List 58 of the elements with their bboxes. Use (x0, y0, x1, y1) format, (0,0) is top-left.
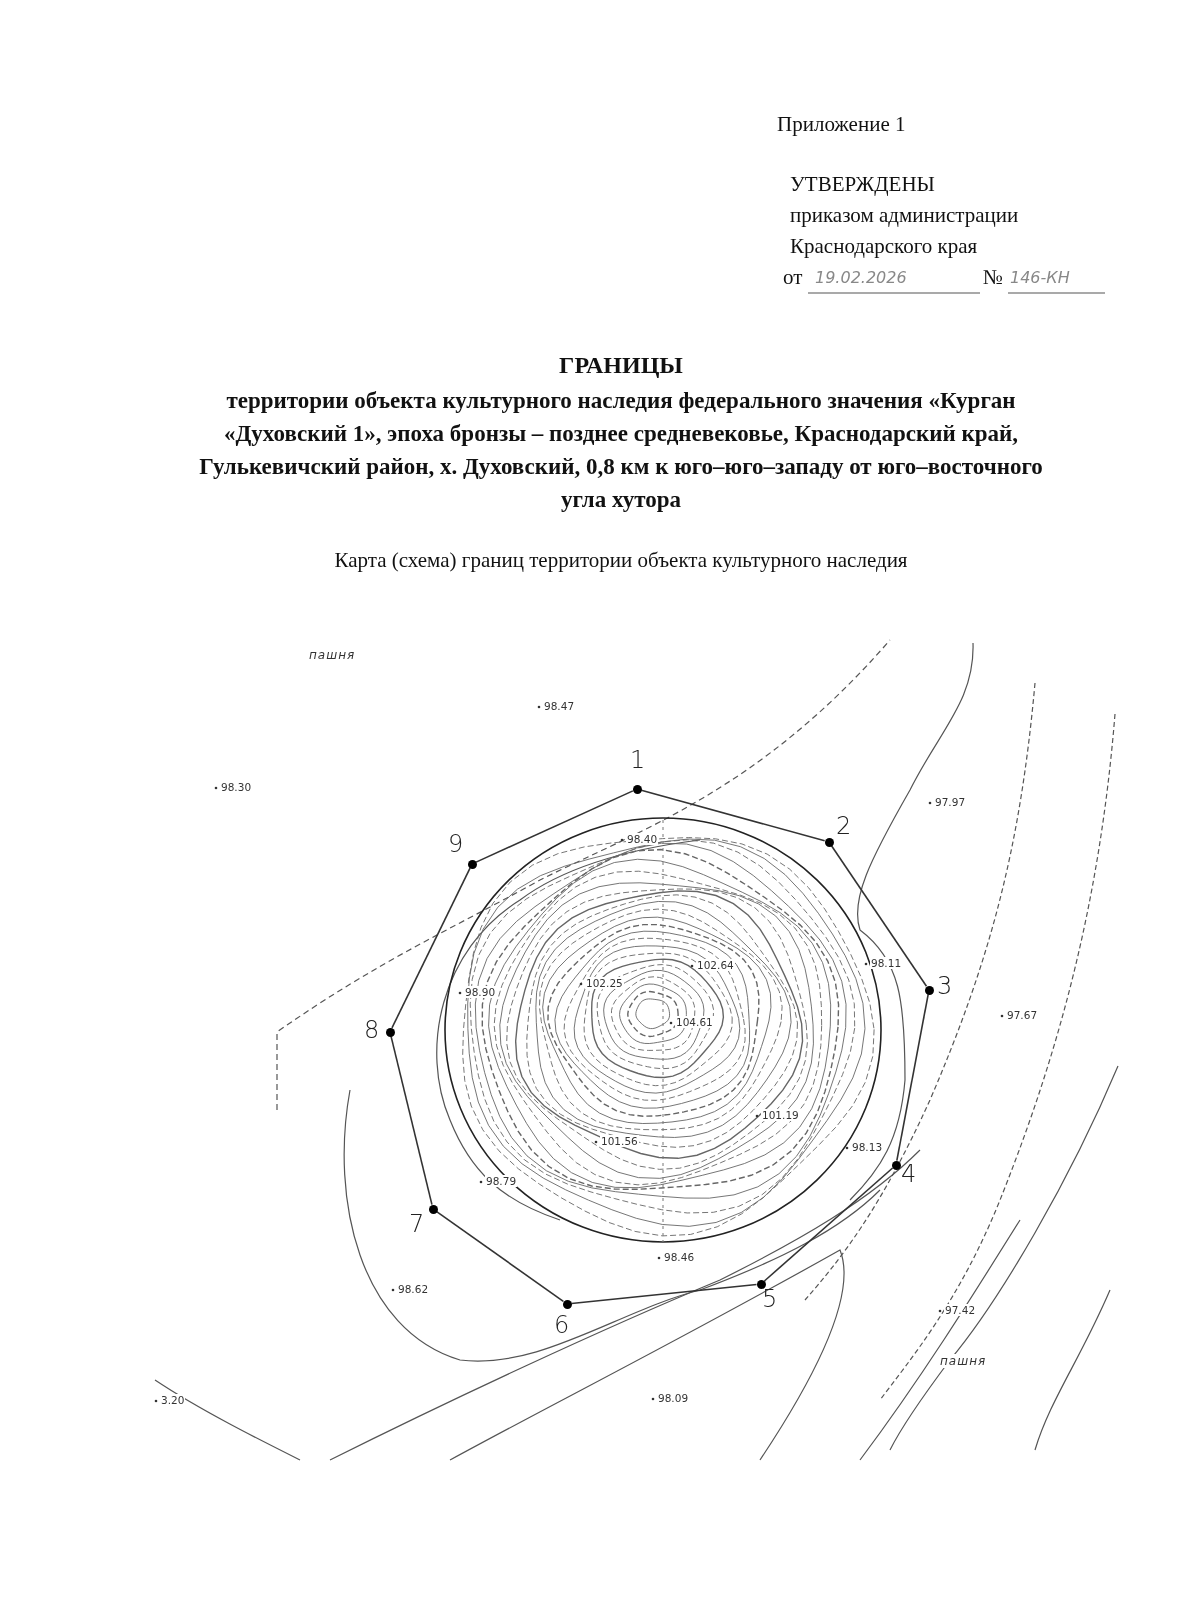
point-number: 1 (630, 746, 646, 774)
boundary-line (896, 993, 929, 1162)
point-number: 3 (937, 972, 953, 1000)
elevation-mark: 98.40 (626, 833, 659, 845)
appendix-number: Приложение 1 (777, 112, 906, 137)
point-number: 8 (364, 1016, 380, 1044)
elevation-mark: 101.19 (761, 1109, 800, 1121)
title: ГРАНИЦЫ (558, 352, 684, 379)
boundary-point (891, 1160, 901, 1170)
elevation-mark: 104.61 (675, 1016, 714, 1028)
elevation-mark: 97.97 (934, 796, 967, 808)
boundary-point (467, 859, 477, 869)
land-use-label: пашня (940, 1354, 987, 1368)
boundary-line (475, 790, 634, 863)
approval-text: № (983, 265, 1004, 290)
title-description: территории объекта культурного наследия федерального значения «Курган «Духовский 1», эпоха бронзы – позднее средневековье, Краснодарский край, Гулькевичский район, х. Духовский, 0,8 км к юго–юго–западу от юго–восточного угла хутора (198, 387, 1044, 514)
point-number: 4 (901, 1160, 917, 1188)
elevation-mark: 98.79 (485, 1175, 518, 1187)
boundary-line (435, 1210, 565, 1303)
boundary-line (830, 844, 928, 988)
boundary-point (428, 1204, 438, 1214)
point-number: 9 (448, 830, 464, 858)
point-number: 6 (554, 1311, 570, 1339)
elevation-mark: 102.25 (585, 977, 624, 989)
map-caption: Карта (схема) границ территории объекта культурного наследия (333, 547, 909, 574)
boundary-point (824, 837, 834, 847)
elevation-mark: 98.13 (851, 1141, 884, 1153)
elevation-mark: 102.64 (696, 959, 735, 971)
elevation-mark: 98.46 (663, 1251, 696, 1263)
elevation-mark: 98.90 (464, 986, 497, 998)
point-number: 5 (762, 1285, 778, 1313)
elevation-mark: 98.62 (397, 1283, 430, 1295)
elevation-mark: 101.56 (600, 1135, 639, 1147)
handwritten-date: 19.02.2026 (815, 268, 907, 287)
point-number: 7 (409, 1210, 425, 1238)
elevation-mark: 97.42 (944, 1304, 977, 1316)
boundary-line (570, 1283, 758, 1305)
elevation-mark: 3.20 (160, 1394, 186, 1406)
point-number: 2 (836, 812, 852, 840)
elevation-mark: 98.11 (870, 957, 903, 969)
boundary-point (562, 1299, 572, 1309)
elevation-mark: 97.67 (1006, 1009, 1039, 1021)
boundary-line (390, 1035, 433, 1206)
elevation-mark: 98.09 (657, 1392, 690, 1404)
approval-text: приказом администрации (790, 203, 1019, 228)
boundary-line (763, 1167, 894, 1282)
approval-heading: УТВЕРЖДЕНЫ (790, 172, 935, 197)
boundary-point (385, 1027, 395, 1037)
approval-text: от (783, 265, 803, 290)
elevation-mark: 98.30 (220, 781, 253, 793)
boundary-point (632, 784, 642, 794)
boundary-point (924, 985, 934, 995)
boundary-point (756, 1279, 766, 1289)
boundary-line (640, 789, 826, 842)
approval-text: Краснодарского края (790, 234, 978, 259)
elevation-mark: 98.47 (543, 700, 576, 712)
handwritten-number: 146-КН (1010, 268, 1070, 287)
boundary-line (391, 867, 471, 1029)
